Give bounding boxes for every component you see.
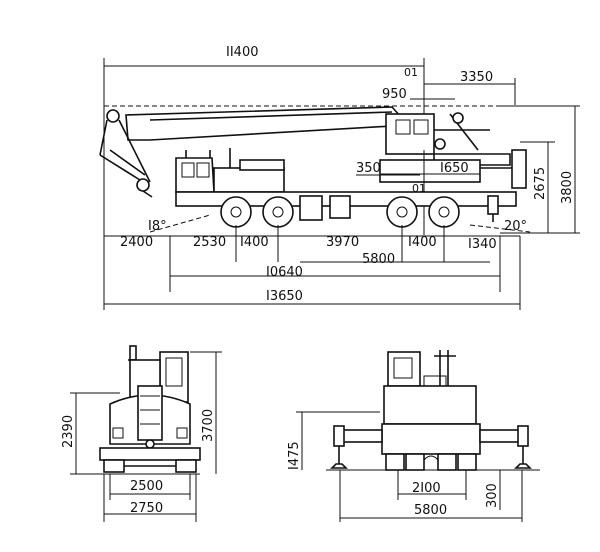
dim-height-2: 3800 (560, 171, 575, 204)
wheel (386, 196, 418, 228)
dim-total-boom: II400 (226, 45, 258, 60)
dim-rear-track: 2500 (130, 479, 163, 494)
front-view: I475 2I00 300 5800 (287, 350, 540, 522)
dim-angle-rear: I8° (148, 219, 167, 234)
dim-axle-4: I400 (408, 235, 437, 250)
dim-height-1: 2675 (533, 167, 548, 200)
dim-rear-overhang: 2400 (120, 235, 153, 250)
dim-angle-front: 20° (504, 219, 527, 234)
dim-cab-offset: 350 (356, 161, 381, 176)
wheel (428, 196, 460, 228)
dim-axle-5: I340 (468, 237, 497, 252)
dim-rear-height-right: 3700 (201, 409, 216, 442)
dim-axle-1: 2530 (193, 235, 226, 250)
dim-inner-span: 2I00 (412, 481, 441, 496)
dim-front-overhang: 3350 (460, 70, 493, 85)
dim-axle-2: I400 (240, 235, 269, 250)
dim-pivot-offset: 950 (382, 87, 407, 102)
dim-outrigger-width: 5800 (414, 503, 447, 518)
dim-rear-width: 2750 (130, 501, 163, 516)
dim-ground-clear: 300 (485, 483, 500, 508)
dim-pivot-label-top: 01 (404, 66, 418, 79)
dim-boom-pivot-height: I650 (440, 161, 469, 176)
wheel (262, 196, 294, 228)
rear-view: 2390 3700 2500 2750 (61, 345, 222, 522)
dim-rear-height-left: 2390 (61, 415, 76, 448)
dim-beam-height: I475 (287, 441, 302, 470)
dim-axle-3: 3970 (326, 235, 359, 250)
dim-overall-length: I3650 (266, 289, 303, 304)
dim-outrigger-span: 5800 (362, 252, 395, 267)
wheel (220, 196, 252, 228)
side-view: II400 01 3350 950 (99, 45, 580, 310)
dim-wheelbase-total: I0640 (266, 265, 303, 280)
